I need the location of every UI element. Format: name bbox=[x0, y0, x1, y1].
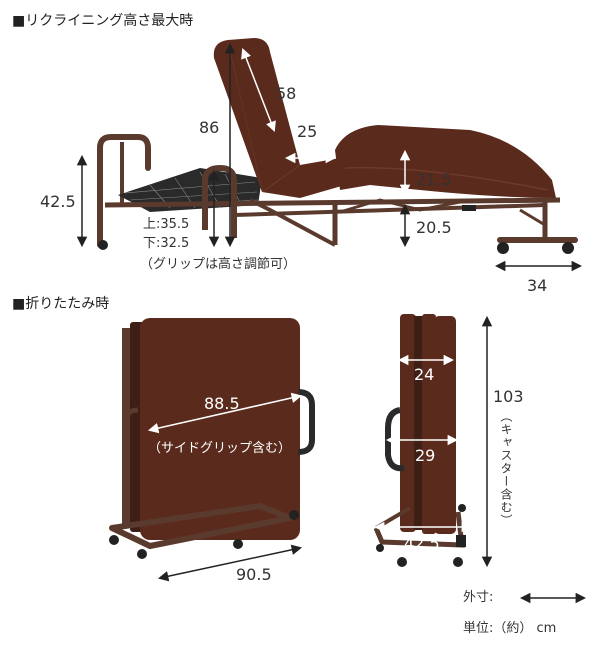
dim-90-5-label: 90.5 bbox=[236, 565, 272, 584]
folded-front-dimension-arrows bbox=[147, 392, 303, 582]
grip-adjustable-note: （グリップは高さ調節可） bbox=[140, 257, 297, 272]
caster-included-note: （キャスター含む） bbox=[499, 410, 513, 527]
dim-24-label: 24 bbox=[414, 365, 435, 384]
dim-58-label: 58 bbox=[276, 84, 297, 103]
dim-34-label: 34 bbox=[527, 276, 548, 295]
folded-front-drawing bbox=[109, 318, 315, 559]
dim-42-5-label: 42.5 bbox=[40, 192, 76, 211]
grip-lower-height-label: 下:32.5 bbox=[143, 236, 190, 251]
dim-20-5-label: 20.5 bbox=[416, 218, 452, 237]
grip-upper-height-label: 上:35.5 bbox=[143, 217, 190, 232]
dim-86-label: 86 bbox=[199, 118, 220, 137]
folded-section-title: ■折りたたみ時 bbox=[12, 296, 110, 312]
dim-25-label: 25 bbox=[297, 122, 318, 141]
dim-103-label: 103 bbox=[493, 387, 524, 406]
dim-42-5-folded-label: 42.5 bbox=[404, 534, 440, 553]
dim-29-label: 29 bbox=[415, 446, 436, 465]
folded-side-drawing bbox=[373, 314, 466, 567]
reclining-dimension-arrows bbox=[76, 42, 583, 272]
folded-side-dimension-arrows bbox=[373, 315, 493, 568]
dim-21-5-label: 21.5 bbox=[416, 170, 452, 189]
reclining-section-title: ■リクライニング高さ最大時 bbox=[12, 13, 194, 29]
side-grip-note: （サイドグリップ含む） bbox=[148, 441, 292, 456]
dim-88-5-label: 88.5 bbox=[204, 394, 240, 413]
unit-legend: 単位:（約） cm bbox=[463, 621, 557, 636]
outer-dimension-legend: 外寸: bbox=[463, 590, 494, 605]
